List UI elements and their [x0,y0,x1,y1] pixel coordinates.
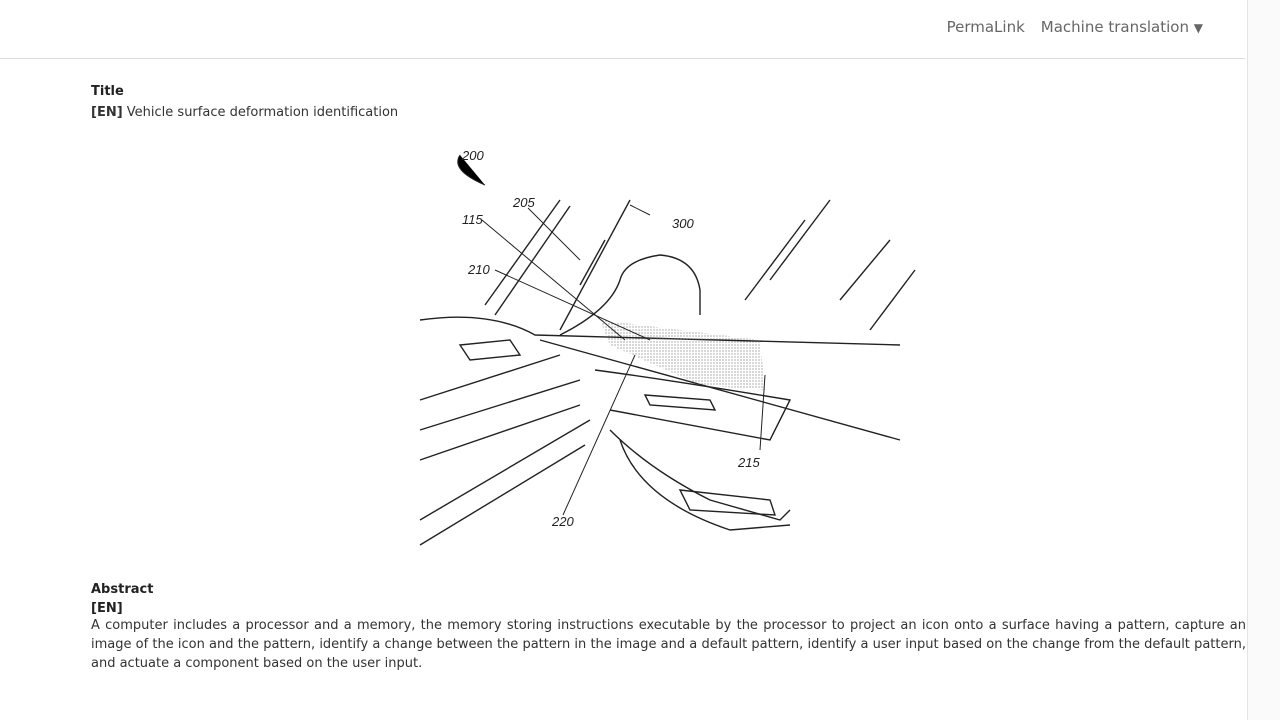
machine-translation-label: Machine translation [1040,18,1189,36]
title-text: Vehicle surface deformation identificati… [126,105,399,120]
abstract-lang: [EN] [91,601,123,616]
ref-220: 220 [551,514,574,529]
machine-translation-dropdown[interactable]: Machine translation ▼ [1041,18,1203,36]
ref-115: 115 [462,212,483,227]
caret-down-icon: ▼ [1193,21,1203,35]
scrollbar[interactable] [1247,0,1280,720]
permalink-link[interactable]: PermaLink [946,18,1025,36]
ref-215: 215 [737,455,760,470]
ref-200: 200 [461,148,484,163]
ref-300: 300 [672,216,694,231]
title-heading: Title [91,84,124,99]
top-bar: PermaLink Machine translation ▼ [0,0,1245,59]
abstract-section: Abstract [EN] A computer includes a proc… [91,582,1246,673]
ref-210: 210 [467,262,490,277]
title-lang: [EN] [91,105,123,120]
title-section: Title [EN] Vehicle surface deformation i… [91,84,1246,122]
patent-drawing: 200 205 115 300 210 215 220 [419,148,916,546]
abstract-text: A computer includes a processor and a me… [91,618,1246,671]
ref-205: 205 [512,195,535,210]
abstract-heading: Abstract [91,582,154,597]
